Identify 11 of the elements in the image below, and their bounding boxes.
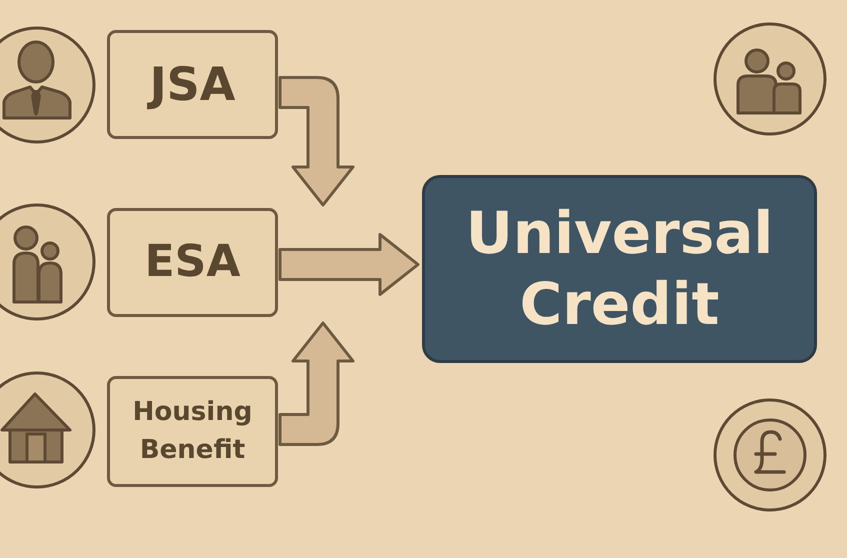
box-label: Housing Benefit [132,396,254,466]
block-arrow [278,322,354,446]
process-box [107,376,278,487]
box-label: Universal Credit [464,198,774,340]
box-label: JSA [150,56,236,112]
target-box [422,175,817,363]
box-label: ESA [144,236,240,289]
block-arrow [278,233,420,296]
process-box [107,208,278,317]
block-arrow [278,76,354,206]
process-box [107,30,278,139]
